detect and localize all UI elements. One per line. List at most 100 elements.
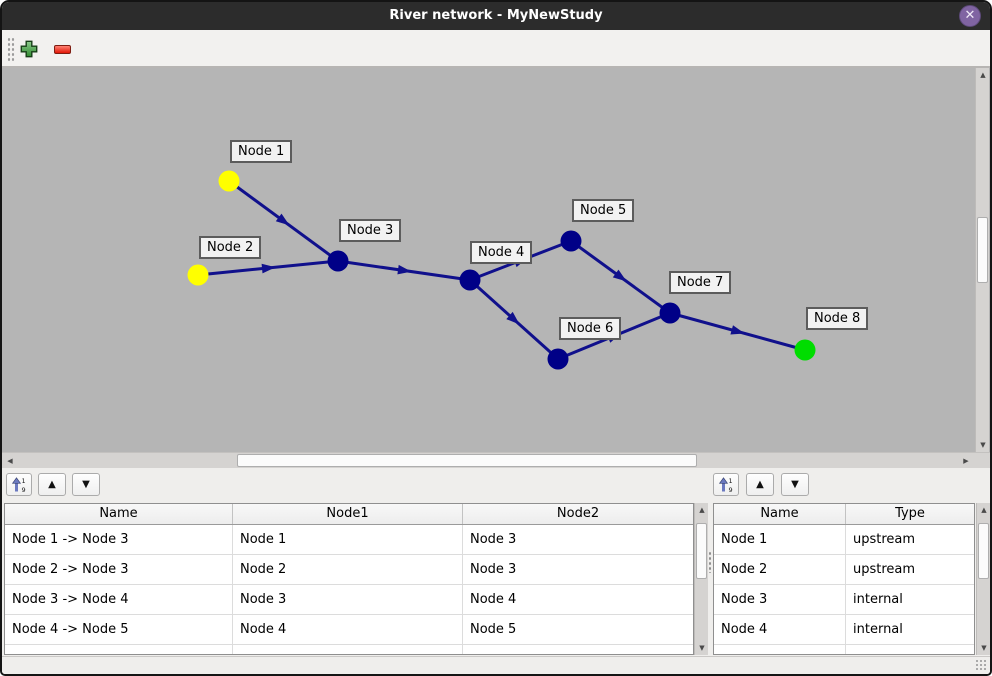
nodes-table-scrollbar[interactable]: ▲ ▼ [976, 503, 990, 655]
minus-icon [53, 44, 71, 54]
scroll-left-icon[interactable]: ◀ [7, 457, 13, 465]
branches-move-down-button[interactable]: ▼ [72, 473, 100, 496]
svg-text:1: 1 [729, 477, 733, 485]
nodes-table-header[interactable]: Name Type [714, 504, 974, 525]
table-cell: internal [853, 622, 903, 637]
table-cell: Node 5 [470, 622, 517, 637]
branches-move-up-button[interactable]: ▲ [38, 473, 66, 496]
nodes-scroll-thumb[interactable] [978, 523, 989, 579]
window-title: River network - MyNewStudy [389, 8, 603, 23]
table-cell: Node 3 [470, 562, 517, 577]
close-icon: ✕ [964, 8, 976, 23]
scroll-right-icon[interactable]: ▶ [963, 457, 969, 465]
nodes-move-up-button[interactable]: ▲ [746, 473, 774, 496]
node-label: Node 5 [572, 199, 635, 222]
canvas-vscroll-thumb[interactable] [977, 217, 988, 283]
network-node[interactable] [327, 250, 349, 272]
column-header[interactable]: Name [5, 504, 233, 524]
column-header[interactable]: Node2 [556, 506, 600, 521]
table-cell [233, 645, 463, 654]
scroll-down-icon[interactable]: ▼ [980, 441, 986, 449]
scroll-up-icon[interactable]: ▲ [980, 71, 986, 79]
table-cell [846, 645, 974, 654]
edge-arrow-icon [275, 213, 290, 226]
table-cell: Node 4 -> Node 5 [5, 615, 233, 644]
table-cell: Node 3 -> Node 4 [5, 585, 233, 614]
canvas-hscroll-thumb[interactable] [237, 454, 697, 467]
table-cell [714, 645, 846, 654]
close-button[interactable]: ✕ [959, 5, 981, 27]
nodes-move-down-button[interactable]: ▼ [781, 473, 809, 496]
table-cell: Node 4 [233, 615, 463, 644]
branches-scroll-thumb[interactable] [696, 523, 707, 579]
table-cell: Node 3 [470, 532, 517, 547]
edge-arrow-icon [506, 311, 520, 325]
remove-node-button[interactable] [52, 39, 72, 59]
network-node[interactable] [459, 269, 481, 291]
table-row[interactable]: Node 2 upstream [714, 555, 974, 585]
add-node-button[interactable] [19, 39, 39, 59]
titlebar[interactable]: River network - MyNewStudy ✕ [2, 2, 990, 30]
table-row[interactable] [714, 645, 974, 654]
network-node[interactable] [794, 339, 816, 361]
table-cell: Node 3 [714, 585, 846, 614]
nodes-sort-button[interactable]: 1 9 [713, 473, 739, 496]
branches-sort-button[interactable]: 1 9 [6, 473, 32, 496]
table-cell: upstream [853, 562, 916, 577]
canvas-vertical-scrollbar[interactable]: ▲ ▼ [975, 68, 989, 452]
scroll-down-icon[interactable]: ▼ [981, 644, 987, 652]
svg-text:9: 9 [22, 486, 26, 493]
plus-icon [20, 40, 38, 58]
network-node[interactable] [547, 348, 569, 370]
svg-text:9: 9 [729, 486, 733, 493]
table-cell: Node 4 [470, 592, 517, 607]
branches-table-scrollbar[interactable]: ▲ ▼ [694, 503, 708, 655]
table-cell [463, 645, 693, 654]
node-label: Node 1 [230, 140, 293, 163]
table-cell: Node 2 [714, 555, 846, 584]
scroll-up-icon[interactable]: ▲ [981, 506, 987, 514]
edge-arrow-icon [612, 269, 627, 282]
node-label: Node 7 [669, 271, 732, 294]
node-label: Node 4 [470, 241, 533, 264]
network-node[interactable] [659, 302, 681, 324]
toolbar-drag-handle[interactable] [7, 37, 15, 61]
edge-arrow-icon [397, 264, 412, 275]
resize-grip[interactable] [975, 659, 987, 671]
table-row[interactable] [5, 645, 693, 654]
network-node[interactable] [218, 170, 240, 192]
network-node[interactable] [560, 230, 582, 252]
column-header[interactable]: Type [895, 506, 925, 521]
scroll-up-icon[interactable]: ▲ [699, 506, 705, 514]
network-node[interactable] [187, 264, 209, 286]
svg-text:1: 1 [22, 477, 26, 485]
scroll-down-icon[interactable]: ▼ [699, 644, 705, 652]
node-label: Node 3 [339, 219, 402, 242]
table-cell: Node 3 [233, 585, 463, 614]
table-cell: Node 1 [233, 525, 463, 554]
table-cell: Node 1 -> Node 3 [5, 525, 233, 554]
sort-ascending-icon: 1 9 [11, 476, 26, 493]
network-svg [187, 170, 816, 370]
column-header[interactable]: Node1 [233, 504, 463, 524]
down-triangle-icon: ▼ [791, 478, 799, 490]
main-toolbar [2, 30, 990, 68]
canvas-horizontal-scrollbar[interactable]: ◀ ▶ [2, 452, 990, 468]
up-triangle-icon: ▲ [756, 478, 764, 490]
panel-splitter-handle[interactable] [708, 551, 714, 573]
status-bar [2, 656, 990, 674]
node-label: Node 8 [806, 307, 869, 330]
table-row[interactable]: Node 4 internal [714, 615, 974, 645]
table-cell: Node 4 [714, 615, 846, 644]
column-header[interactable]: Name [714, 504, 846, 524]
